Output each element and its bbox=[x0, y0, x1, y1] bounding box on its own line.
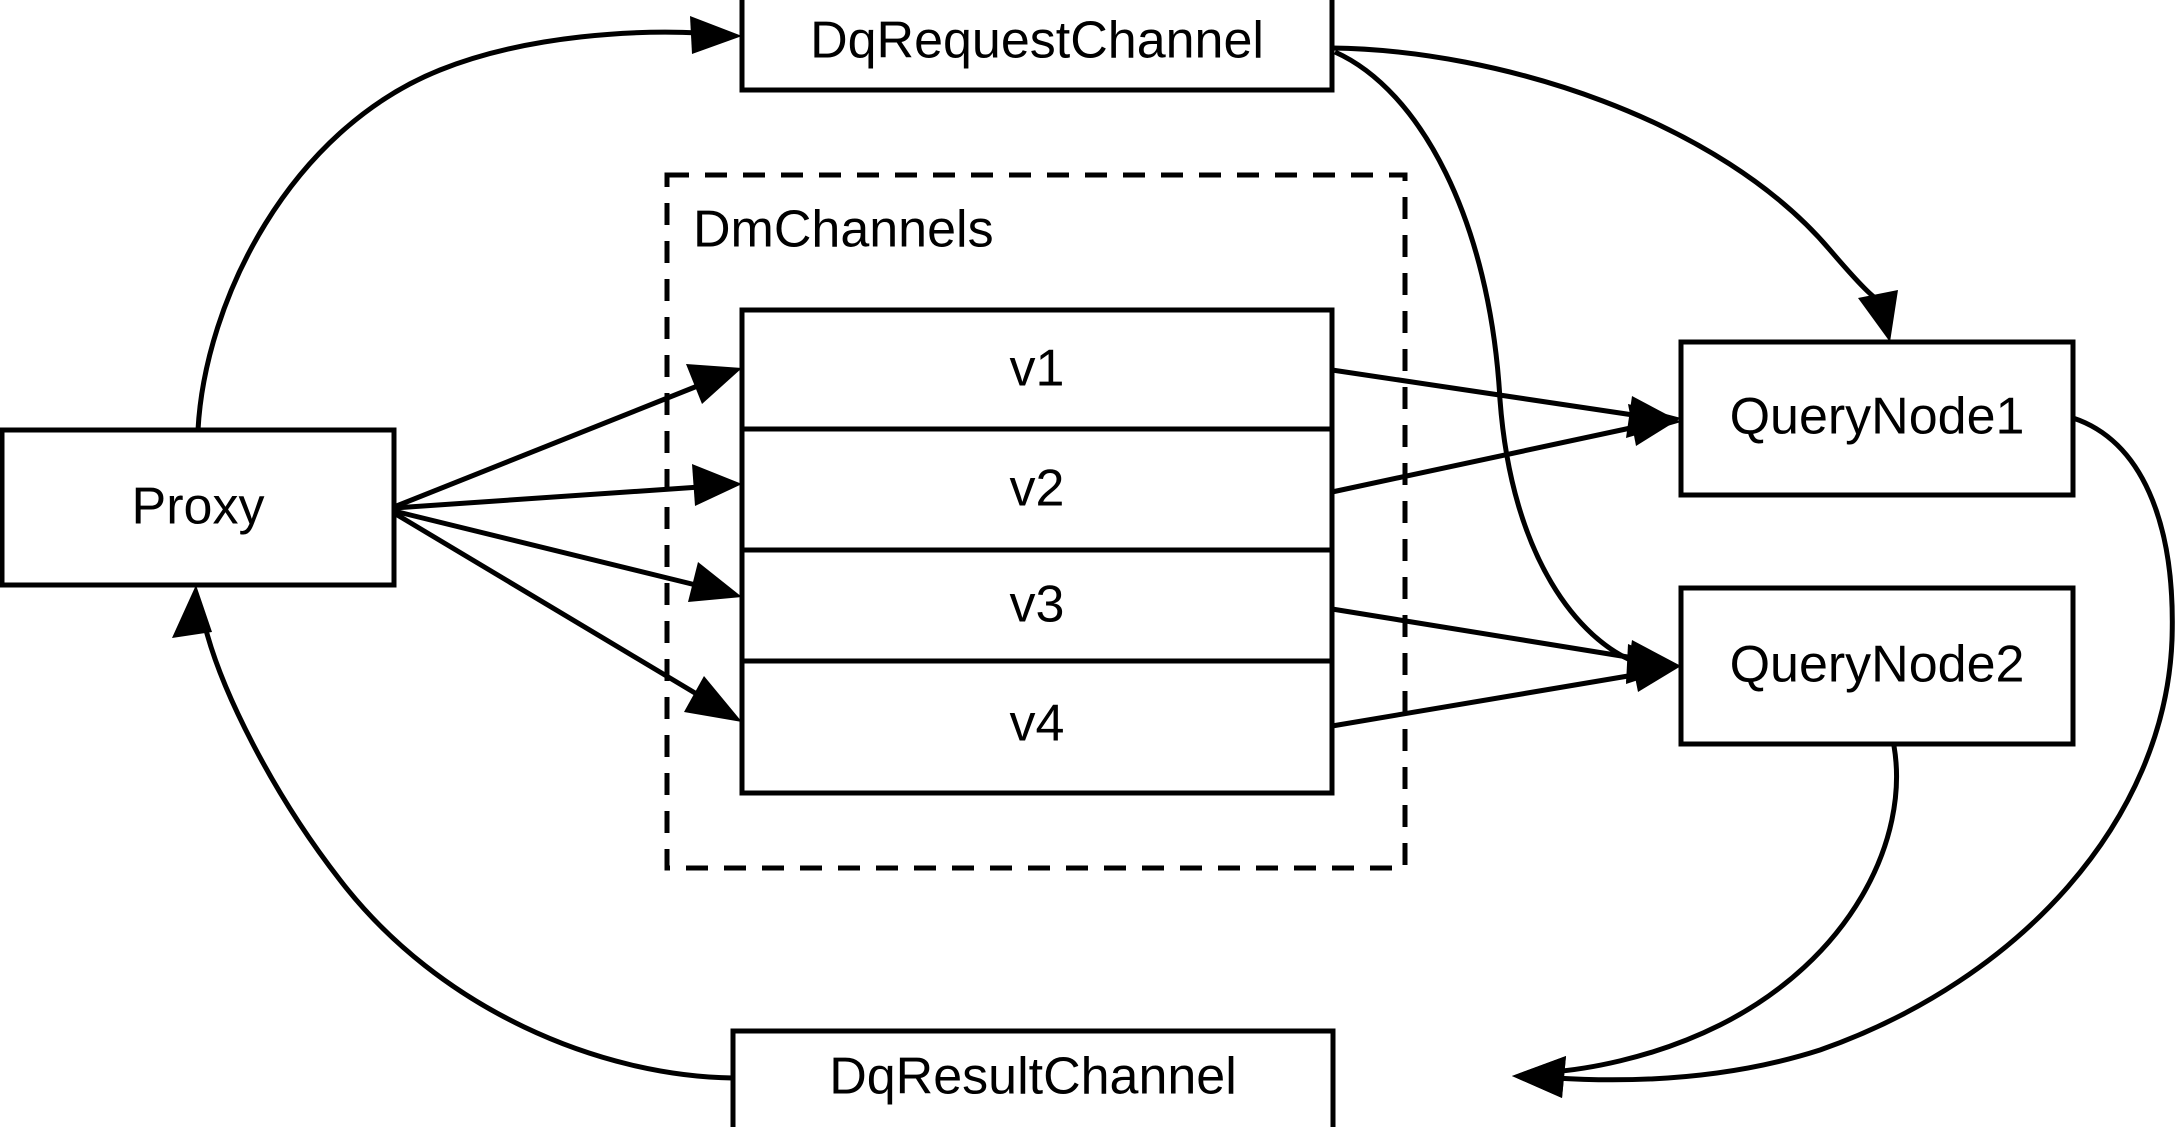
edge-proxy-to-v1 bbox=[393, 364, 742, 510]
slot-item-v2[interactable]: v2 bbox=[1010, 460, 1065, 518]
node-dqresultchannel[interactable]: DqResultChannel bbox=[730, 1028, 1336, 1127]
node-querynode1-box bbox=[1678, 339, 2076, 498]
arrow-head-icon bbox=[686, 364, 742, 404]
slot-item-v1[interactable]: v1 bbox=[1010, 340, 1065, 398]
node-dqrequestchannel-label: DqRequestChannel bbox=[810, 12, 1264, 70]
edge-querynode2-to-dqresultchannel bbox=[1512, 745, 1900, 1098]
slot-item-v3[interactable]: v3 bbox=[1010, 576, 1065, 634]
arrow-head-icon bbox=[1858, 290, 1898, 342]
arrow-head-icon bbox=[1512, 1056, 1566, 1098]
edge-proxy-to-v4 bbox=[392, 510, 742, 722]
node-proxy-label: Proxy bbox=[132, 478, 265, 536]
node-dqresultchannel-box bbox=[730, 1028, 1336, 1127]
edge-proxy-to-dqrequestchannel bbox=[195, 16, 742, 431]
node-querynode1-label: QueryNode1 bbox=[1730, 388, 2025, 446]
node-querynode2[interactable]: QueryNode2 bbox=[1678, 585, 2076, 747]
node-querynode2-box bbox=[1678, 585, 2076, 747]
arrow-head-icon bbox=[1630, 652, 1681, 692]
edge-dqrequestchannel-to-querynode1 bbox=[1331, 45, 1898, 342]
node-querynode1[interactable]: QueryNode1 bbox=[1678, 339, 2076, 498]
node-proxy[interactable]: Proxy bbox=[0, 427, 397, 588]
edge-v2-to-querynode1 bbox=[1331, 404, 1681, 495]
edge-dqresultchannel-to-proxy bbox=[172, 585, 734, 1081]
node-proxy-box bbox=[0, 427, 397, 588]
arrow-head-icon bbox=[688, 562, 742, 602]
node-dqrequestchannel[interactable]: DqRequestChannel bbox=[739, 0, 1335, 93]
node-dqrequestchannel-box bbox=[739, 0, 1335, 93]
node-dqresultchannel-label: DqResultChannel bbox=[829, 1048, 1237, 1106]
edge-querynode1-to-dqresultchannel bbox=[1512, 415, 2175, 1098]
slot-item-v4[interactable]: v4 bbox=[1010, 695, 1065, 753]
edge-proxy-to-v3 bbox=[393, 508, 742, 602]
arrow-head-icon bbox=[690, 16, 742, 54]
arrow-head-icon bbox=[172, 585, 212, 638]
dmchannels-group-label: DmChannels bbox=[693, 201, 994, 259]
edge-proxy-to-v2 bbox=[393, 464, 742, 511]
arrow-head-icon bbox=[684, 676, 742, 722]
node-querynode2-label: QueryNode2 bbox=[1730, 636, 2025, 694]
edge-dqrequestchannel-to-querynode2 bbox=[1333, 49, 1681, 684]
dmchannels-slot-table[interactable]: v1 v2 v3 v4 bbox=[739, 307, 1335, 796]
arrow-head-icon bbox=[1628, 404, 1681, 446]
dmchannels-group: DmChannels bbox=[664, 172, 1408, 871]
arrow-head-icon bbox=[692, 464, 742, 506]
edge-v4-to-querynode2 bbox=[1331, 652, 1681, 729]
dmchannels-group-border bbox=[664, 172, 1408, 871]
